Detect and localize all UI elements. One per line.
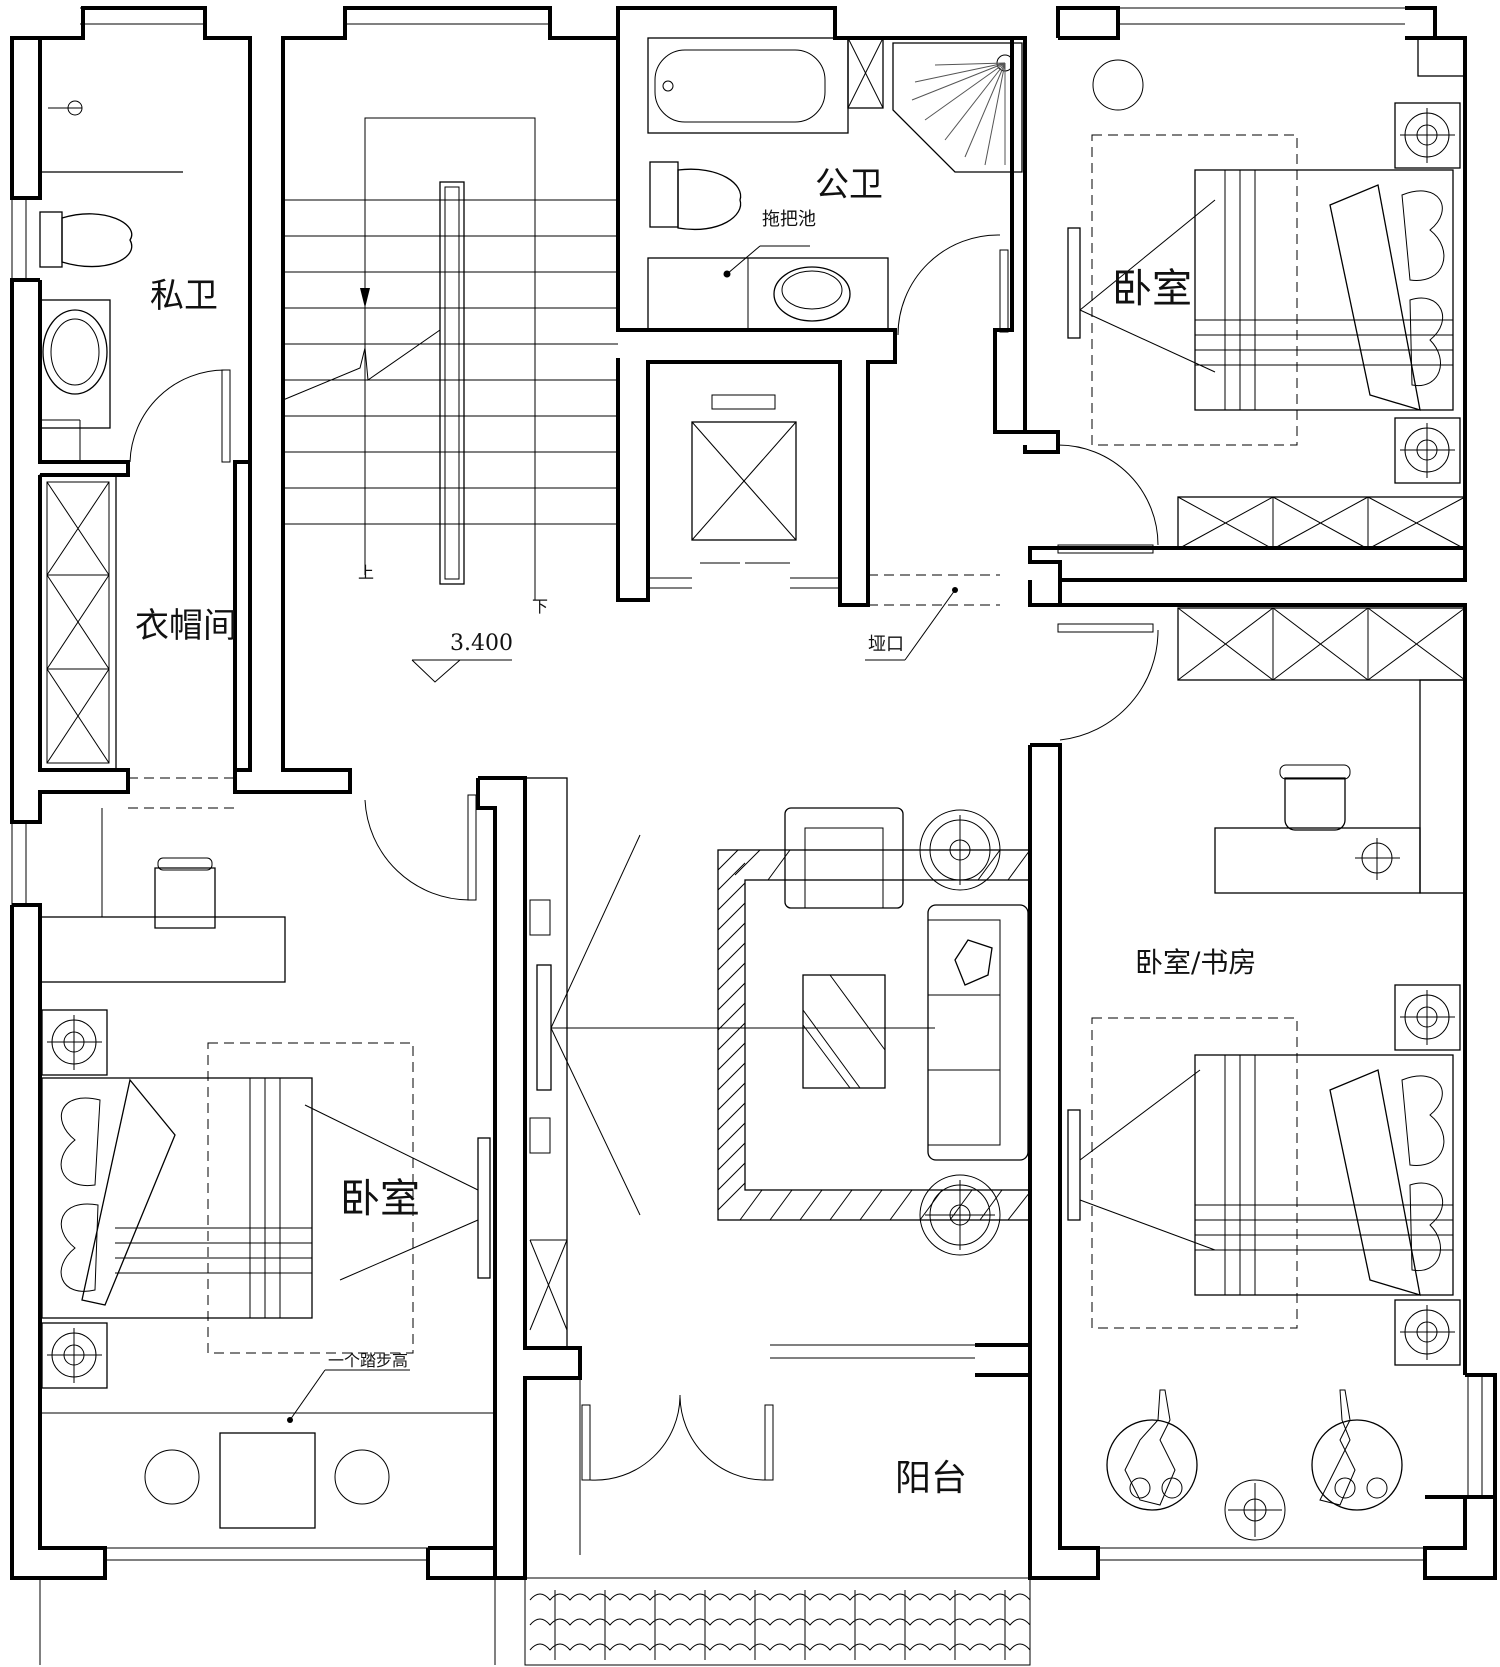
walls <box>10 6 1497 1580</box>
label-mop-sink: 拖把池 <box>762 209 816 230</box>
armchair <box>784 807 904 909</box>
label-stair-up: 上 <box>358 563 374 582</box>
label-bedroom-ne: 卧室 <box>1112 266 1192 312</box>
elevator <box>648 394 840 589</box>
balcony-furniture <box>39 1389 1403 1666</box>
pillow <box>60 1203 99 1292</box>
elevation-mark: 3.400 <box>450 631 513 656</box>
toilet-tank <box>649 161 679 228</box>
tv <box>536 964 552 1091</box>
person-figure <box>1124 1389 1176 1506</box>
desk <box>1214 827 1421 894</box>
side-table <box>919 809 1001 891</box>
label-private-bath: 私卫 <box>150 276 218 316</box>
public-bath-fixtures <box>647 37 1023 331</box>
tv-unit <box>477 1137 491 1279</box>
tv-unit <box>1067 1109 1081 1221</box>
bed <box>41 1077 313 1319</box>
pillow <box>1401 1075 1445 1166</box>
west-bedroom-furniture <box>39 808 495 1529</box>
chair <box>154 867 216 929</box>
window-lines <box>11 7 1483 1561</box>
cushion <box>954 939 993 986</box>
annotations <box>411 587 958 683</box>
label-cloakroom: 衣帽间 <box>135 606 237 646</box>
label-stair-down: 下 <box>532 597 548 616</box>
bed <box>1194 1054 1454 1296</box>
stair-handrail <box>439 181 465 585</box>
bed-cover-fold <box>1329 1069 1421 1296</box>
coffee-table <box>802 974 886 1089</box>
side-table <box>919 1174 1001 1256</box>
tv-unit <box>1067 227 1081 339</box>
ne-bedroom-furniture <box>1067 37 1466 550</box>
side-table <box>1224 1479 1286 1541</box>
wardrobe <box>1177 496 1466 550</box>
nightstand <box>1394 102 1461 169</box>
pillow <box>60 1097 101 1186</box>
nightstand <box>1394 1299 1461 1366</box>
wash-basin <box>773 266 851 322</box>
toilet-bowl <box>677 168 742 230</box>
pillow <box>1401 190 1445 281</box>
nightstand <box>41 1322 108 1389</box>
cloakroom-wardrobe <box>39 474 117 771</box>
nightstand <box>1394 417 1461 484</box>
lounge-chair <box>1106 1419 1198 1511</box>
label-balcony: 阳台 <box>895 1458 967 1499</box>
shower <box>892 42 1023 173</box>
living-furniture <box>524 777 1031 1349</box>
nightstand <box>1394 984 1461 1051</box>
private-bath-fixtures <box>39 100 183 462</box>
person-figure <box>1319 1389 1356 1506</box>
stair-arrow <box>360 288 370 308</box>
study-bedroom-furniture <box>1067 607 1466 1366</box>
bed <box>1194 169 1454 411</box>
label-pass-mouth: 垭口 <box>868 634 904 655</box>
bathtub <box>647 37 849 134</box>
desk <box>39 916 286 983</box>
doors <box>128 234 1159 1481</box>
label-bedroom-w: 卧室 <box>340 1176 420 1222</box>
bed-cover-fold <box>81 1078 176 1306</box>
tea-table <box>219 1432 316 1529</box>
wardrobe <box>1177 607 1466 681</box>
label-bedroom-study: 卧室/书房 <box>1135 946 1256 979</box>
bed-cover-fold <box>1329 184 1421 411</box>
staircase <box>282 117 618 600</box>
chair <box>1284 777 1346 831</box>
label-step-height: 一个踏步高 <box>328 1351 408 1370</box>
lounge-chair <box>1311 1419 1403 1511</box>
nightstand <box>41 1009 108 1076</box>
pillow <box>1409 1182 1443 1271</box>
label-public-bath: 公卫 <box>815 165 883 205</box>
pillow <box>1409 297 1443 386</box>
